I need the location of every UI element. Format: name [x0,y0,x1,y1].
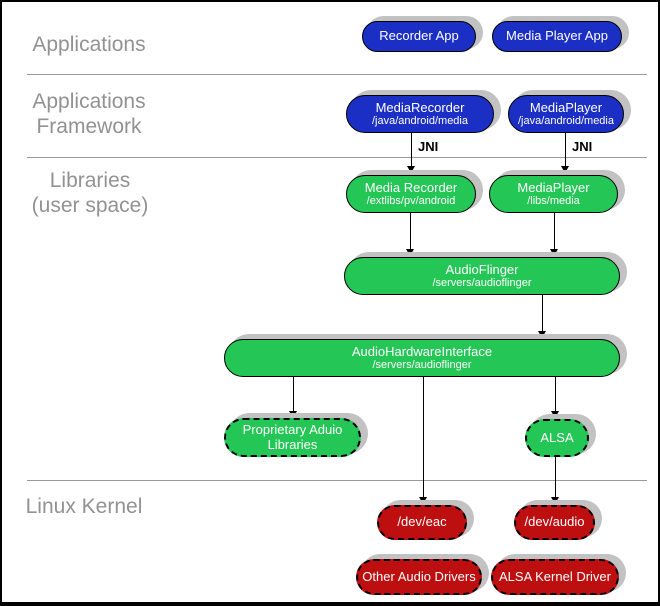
node-title-line: Proprietary Aduio [242,421,343,437]
arrow-head-ahi-to-dev-eac [419,497,427,504]
node-title: /dev/audio [524,514,585,530]
arrow-head-recorder-to-audioflinger [406,249,414,256]
node-mediaplayer-lib: MediaPlayer /libs/media [489,175,618,213]
node-audio-hardware-interface: AudioHardwareInterface /servers/audiofli… [224,339,620,377]
arrow-head-ahi-to-alsa [551,411,559,418]
arrow-line-ahi-to-proprietary [293,377,294,411]
node-audioflinger: AudioFlinger /servers/audioflinger [344,257,620,295]
node-subtitle: /java/android/media [371,115,468,128]
arrow-head-ahi-to-proprietary [289,411,297,418]
node-other-audio-drivers: Other Audio Drivers [356,559,482,595]
node-title: Media Recorder [364,179,458,195]
arrow-line-ahi-to-dev-eac [423,377,424,497]
divider-libraries-kernel [27,480,647,481]
node-subtitle: /servers/audioflinger [432,277,532,290]
node-media-recorder-lib: Media Recorder /extlibs/pv/android [346,175,476,213]
jni-label-right: JNI [572,139,593,154]
arrow-head-mediaplayer-jni [561,166,569,173]
node-alsa-kernel-driver: ALSA Kernel Driver [491,559,619,595]
section-label-line: Framework [36,115,142,138]
section-label-applications: Applications [24,32,154,57]
node-subtitle: /extlibs/pv/android [366,195,456,208]
node-mediarecorder-framework: MediaRecorder /java/android/media [346,95,494,133]
section-label-libraries-user-space: Libraries (user space) [20,168,160,218]
divider-applications-framework [27,74,647,75]
arrow-line-mediaplayer-jni [565,133,566,166]
node-title: MediaPlayer [517,179,590,195]
arrow-head-audioflinger-to-ahi [538,331,546,338]
node-alsa: ALSA [525,419,589,457]
arrow-head-alsa-to-dev-audio [551,497,559,504]
node-title: MediaRecorder [375,99,465,115]
arrow-line-mediarecorder-jni [411,133,412,166]
section-label-line: Applications [32,90,146,113]
node-title: ALSA [540,429,574,445]
section-label-linux-kernel: Linux Kernel [24,494,144,519]
arrow-line-recorder-to-audioflinger [410,213,411,249]
divider-framework-libraries [27,157,647,158]
node-dev-eac: /dev/eac [377,505,467,540]
node-mediaplayer-framework: MediaPlayer /java/android/media [508,95,624,133]
node-title: AudioHardwareInterface [351,343,493,359]
node-subtitle: /java/android/media [517,115,614,128]
arrow-head-player-to-audioflinger [550,249,558,256]
node-title: MediaPlayer [529,99,603,115]
node-proprietary-audio-libraries: Proprietary Aduio Libraries [224,418,361,457]
node-title: /dev/eac [397,514,447,530]
node-title-line: Libraries [267,436,318,452]
node-dev-audio: /dev/audio [514,505,595,540]
arrow-line-player-to-audioflinger [554,213,555,249]
section-label-line: Libraries [49,169,131,192]
arrow-line-alsa-to-dev-audio [555,457,556,497]
node-title: ALSA Kernel Driver [499,568,611,584]
node-media-player-app: Media Player App [492,21,622,52]
section-label-line: (user space) [31,194,149,217]
node-subtitle: /libs/media [527,195,580,208]
section-label-line: Linux Kernel [25,495,143,518]
arrow-line-ahi-to-alsa [555,377,556,411]
node-recorder-app: Recorder App [362,21,476,52]
node-subtitle: /servers/audioflinger [372,359,472,372]
node-title: AudioFlinger [445,261,519,277]
node-title: Other Audio Drivers [362,568,476,584]
arrow-line-audioflinger-to-ahi [542,295,543,331]
jni-label-left: JNI [418,139,439,154]
arrow-head-mediarecorder-jni [407,166,415,173]
node-title: Media Player App [506,28,608,44]
section-label-applications-framework: Applications Framework [24,89,154,139]
section-label-line: Applications [32,33,146,56]
node-title: Recorder App [379,28,459,44]
